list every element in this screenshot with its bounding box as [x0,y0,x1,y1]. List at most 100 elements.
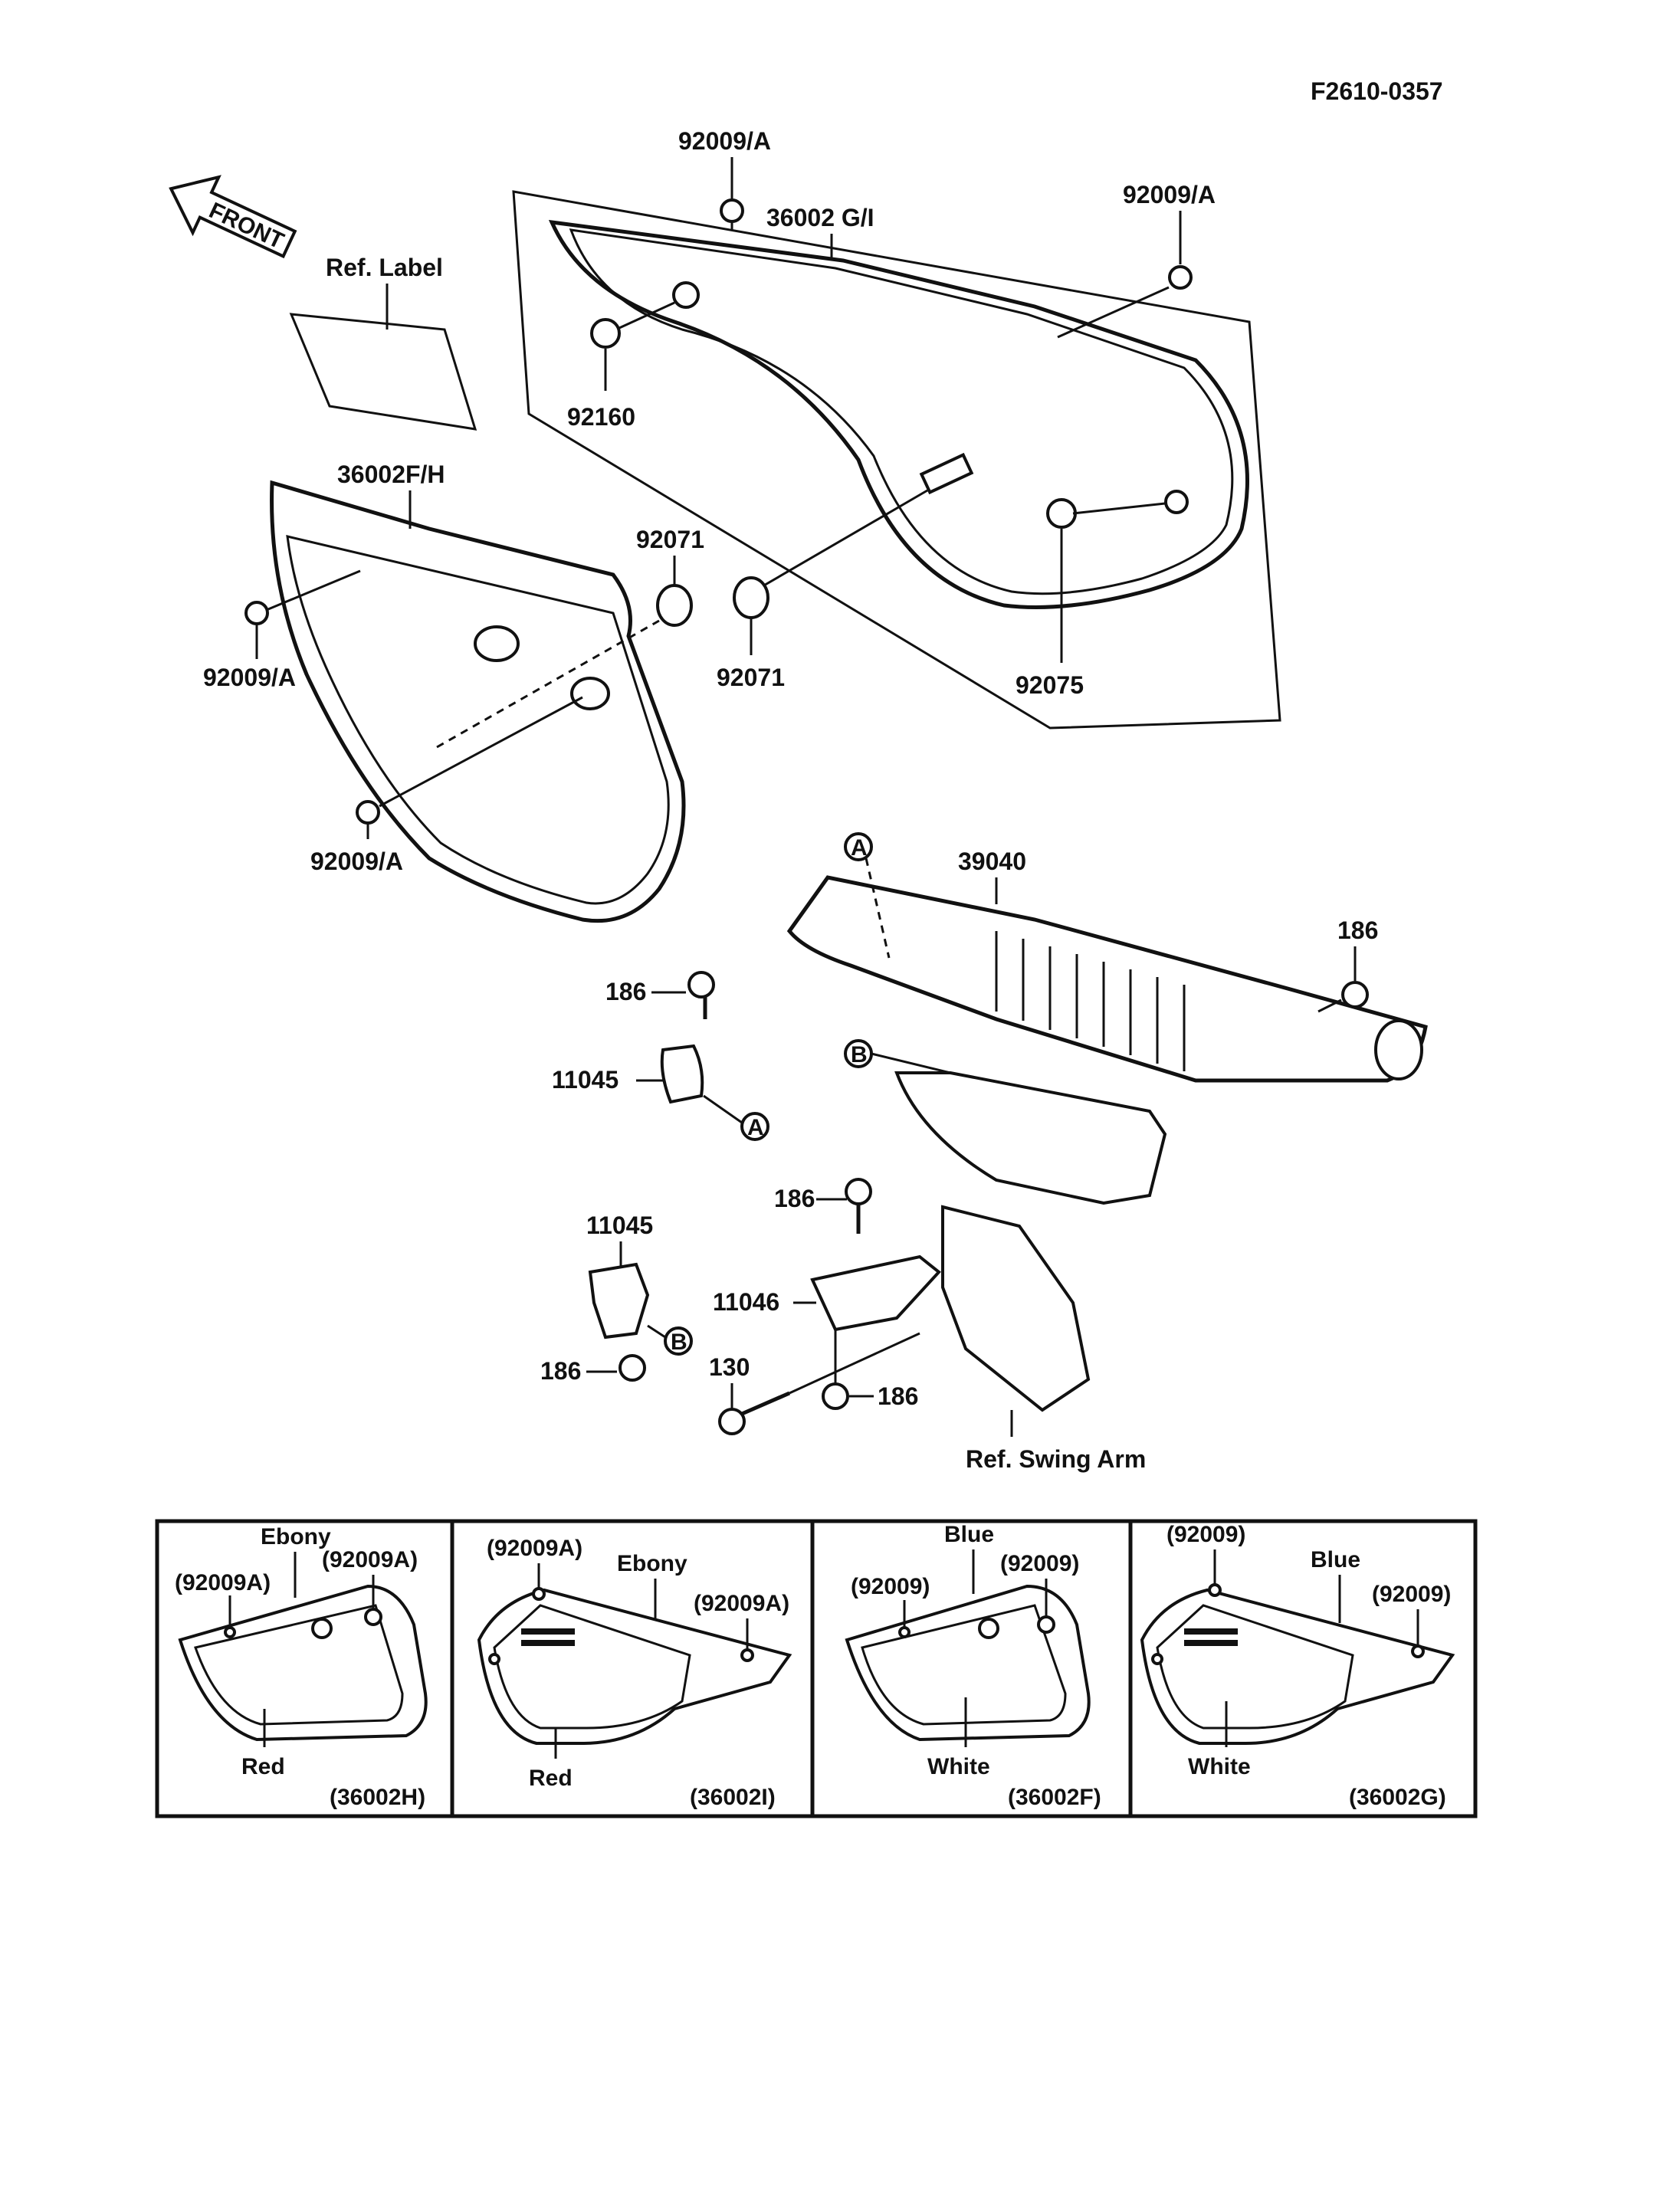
variant-part-no: (36002I) [690,1785,776,1810]
callout-bolt-186-lower-left: 186 [540,1357,581,1385]
swing-arm-plate [894,1071,1167,1205]
grommet-icon [590,318,621,349]
alignment-line [436,619,660,749]
callout-bracket-11045-lower: 11045 [586,1212,653,1239]
variant-body-color: Red [529,1766,573,1791]
variant-fastener-left: (92009) [1166,1522,1245,1547]
fastener-icon [488,1653,500,1665]
right-cover-region [512,190,1281,730]
bolt-icon [619,1354,646,1382]
damper-icon [733,576,769,619]
cover-hole [474,625,520,662]
figure-code: F2610-0357 [1311,77,1443,105]
bolt-icon [244,601,269,625]
left-side-cover [270,480,686,923]
variant-part-no: (36002H) [330,1785,425,1810]
fastener-icon [1151,1653,1163,1665]
chain-guard [786,875,1428,1083]
variant-fastener-right: (92009A) [322,1547,418,1572]
callout-bracket-11045-upper: 11045 [552,1066,619,1094]
callout-cover-left: 36002F/H [337,461,445,488]
cover-hole [311,1618,333,1639]
variant-fastener-right: (92009) [1000,1551,1079,1576]
swing-arm [941,1205,1091,1412]
right-side-cover [548,219,1249,609]
cover-hole [978,1618,999,1639]
variant-top-color: Ebony [617,1551,687,1576]
kdx-logo-icon [521,1628,575,1646]
variant-fastener-left: (92009A) [175,1570,271,1595]
variant-fastener-right: (92009A) [694,1591,789,1616]
variant-body-color: Red [241,1754,285,1779]
variant-top-color: Ebony [261,1524,331,1549]
variant-body-color: White [927,1754,990,1779]
marker-a-icon [844,832,873,861]
variant-top-color: Blue [1311,1547,1360,1572]
variant-fastener-left: (92009A) [487,1536,582,1561]
fastener-icon [1208,1583,1222,1597]
callout-damper-upper: 92071 [636,526,704,553]
callout-grommet-92075: 92075 [1016,671,1084,699]
callout-bolt-186-left: 186 [605,978,646,1005]
callout-bracket-11046: 11046 [713,1288,779,1316]
bolt-icon [1341,981,1369,1008]
callout-bolt-top-right: 92009/A [1123,181,1216,208]
bolt-icon [356,800,380,825]
grommet-icon [672,281,700,309]
bracket-11045-upper [660,1044,704,1104]
variant-part-no: (36002G) [1349,1785,1446,1810]
variant-cell-36002f: Blue (92009) (92009) White (36002F) [845,1522,1101,1810]
callout-grommet-92160: 92160 [567,403,635,431]
callout-bolt-left-upper: 92009/A [203,664,296,691]
callout-bolt-186-mid: 186 [774,1185,815,1212]
variants-table-frame [155,1519,1478,1818]
variant-top-color: Blue [944,1522,994,1547]
bolt-icon [687,971,715,998]
marker-b-label: B [671,1330,687,1355]
callout-bolt-left-lower: 92009/A [310,848,403,875]
fastener-icon [532,1587,546,1601]
ref-label-text: Ref. Label [326,254,443,281]
ref-swing-arm-text: Ref. Swing Arm [966,1445,1146,1473]
variants-table [155,1519,1478,1818]
bolt-icon [1168,265,1193,290]
fastener-icon [364,1608,382,1626]
marker-b-icon [664,1326,693,1356]
fastener-icon [898,1626,911,1638]
bracket-11046 [810,1254,941,1332]
grommet-icon [1046,498,1077,529]
chain-guard-ribs [995,931,1186,1071]
cover-outline [178,1584,428,1742]
kdx-logo-icon [1184,1628,1238,1646]
left-side-cover-inner [286,535,670,905]
marker-a-icon [740,1112,769,1141]
fastener-icon [1037,1615,1055,1634]
ref-label-sticker [289,313,477,431]
right-side-cover-inner [569,228,1234,595]
marker-a-label: A [747,1115,764,1140]
front-arrow-icon: FRONT [169,175,297,259]
variant-fastener-right: (92009) [1372,1582,1451,1607]
bolt-icon [845,1178,872,1205]
grommet-icon [1164,490,1189,514]
callout-bolt-186-right: 186 [1337,917,1378,944]
variant-body-color: White [1188,1754,1251,1779]
callout-bolt-top: 92009/A [678,127,771,155]
variant-part-no: (36002F) [1008,1785,1101,1810]
callout-cover-right: 36002 G/I [766,204,874,231]
bolt-icon [718,1408,746,1435]
variant-cell-36002i: (92009A) Ebony (92009A) Red (36002I) [477,1536,792,1810]
fastener-icon [224,1626,236,1638]
bolt-icon [720,198,744,223]
bolt-icon [822,1382,849,1410]
fastener-icon [1411,1644,1425,1658]
chain-guard-end [1374,1019,1423,1080]
marker-a-label: A [851,835,868,861]
variant-cell-36002g: (92009) Blue (92009) White (36002G) [1140,1522,1455,1810]
variant-fastener-left: (92009) [851,1574,930,1599]
marker-b-label: B [851,1042,868,1067]
callout-bolt-186-lower-right: 186 [878,1382,918,1410]
grommet-stub [919,452,974,495]
cover-hole [570,677,610,710]
